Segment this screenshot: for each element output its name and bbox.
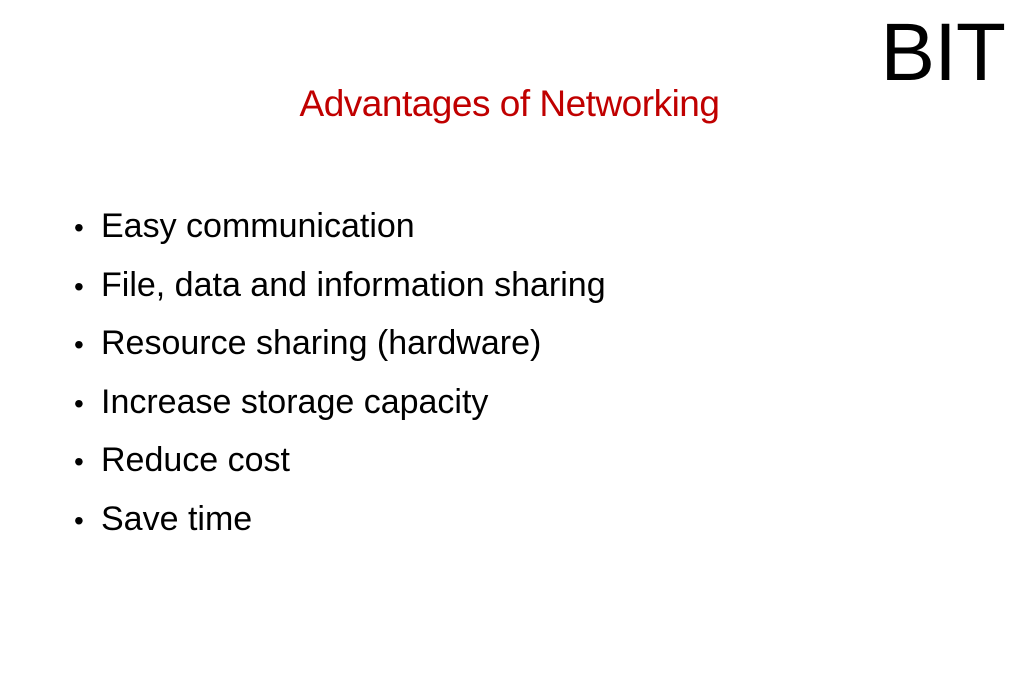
slide-title: Advantages of Networking: [299, 83, 720, 124]
bullet-icon: •: [74, 212, 84, 243]
bullet-list: • Easy communication • File, data and in…: [74, 207, 606, 558]
bullet-text: Easy communication: [101, 207, 415, 245]
bullet-text: Resource sharing (hardware): [101, 324, 542, 362]
bullet-item: • Resource sharing (hardware): [74, 324, 606, 383]
bullet-icon: •: [74, 387, 84, 419]
bullet-icon: •: [74, 270, 84, 302]
bullet-icon: •: [74, 446, 84, 477]
bit-logo: BIT: [880, 7, 1006, 98]
bullet-icon: •: [74, 329, 84, 360]
bullet-text: Save time: [101, 499, 253, 538]
bullet-text: Reduce cost: [101, 441, 290, 479]
bullet-text: File, data and information sharing: [101, 265, 606, 304]
bullet-item: • Reduce cost: [74, 441, 606, 500]
bullet-item: • File, data and information sharing: [74, 266, 606, 325]
bullet-item: • Easy communication: [74, 207, 606, 266]
bullet-text: Increase storage capacity: [101, 382, 489, 421]
bullet-icon: •: [74, 504, 84, 536]
bullet-item: • Save time: [74, 500, 606, 559]
bullet-item: • Increase storage capacity: [74, 383, 606, 442]
